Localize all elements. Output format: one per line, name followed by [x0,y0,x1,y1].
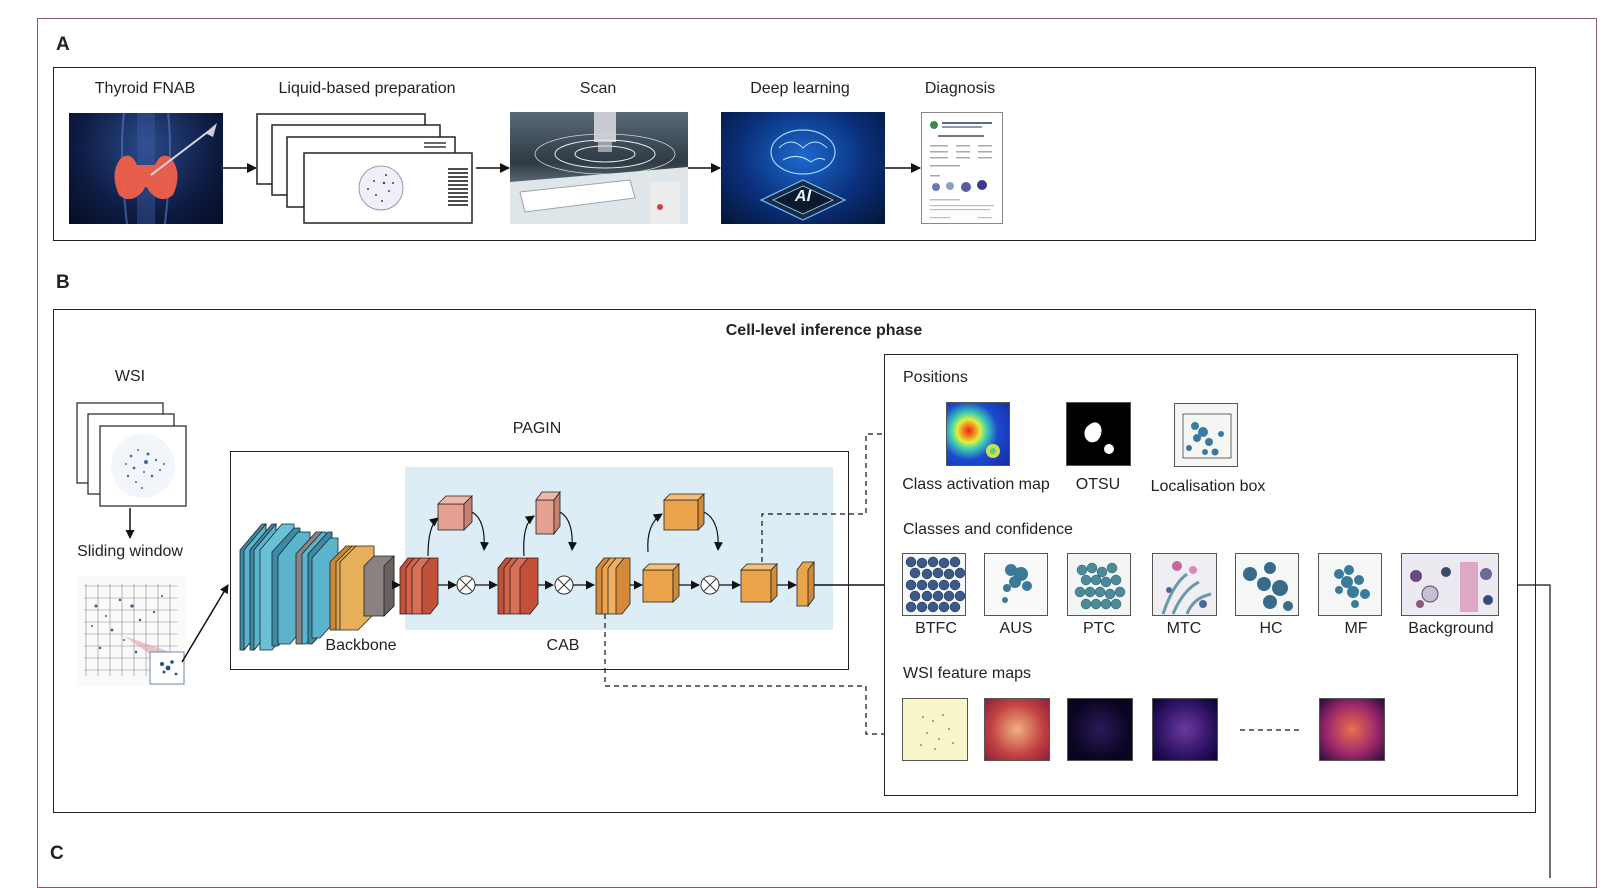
thyroid-illustration [114,113,217,224]
backbone-blue-layers [239,522,311,652]
class-mf-thumb [1318,553,1382,616]
otsu-mask [1084,422,1114,454]
background-cells [1410,562,1493,612]
positions-title: Positions [903,369,968,386]
multiply-icon-1 [456,575,476,595]
aus-cells [1002,564,1032,603]
panel-b-label: B [56,272,70,293]
class-label-mf: MF [1344,620,1368,637]
wsi-label: WSI [114,368,146,385]
cab-orange-block-3 [595,557,631,615]
class-background-thumb [1401,553,1499,616]
backbone-grey-block [363,555,395,617]
feature-map-2 [984,698,1050,761]
classes-title: Classes and confidence [903,521,1073,538]
btfc-cells [905,556,965,613]
report-illustration [930,121,994,219]
feature-map-1 [902,698,968,761]
inference-phase-title: Cell-level inference phase [725,322,923,339]
feature-map-1-dots [920,714,954,750]
positions-item-localisation: Localisation box [1150,478,1266,495]
slides-illustration [256,113,473,224]
feature-map-3 [1067,698,1133,761]
mtc-cells [1161,561,1212,615]
multiply-icon-2 [554,575,574,595]
class-hc-thumb [1235,553,1299,616]
class-activation-map-thumb [946,402,1010,466]
liquid-based-slides [256,113,476,225]
sliding-window-label: Sliding window [77,543,183,560]
ptc-cells [1074,562,1126,610]
class-label-mtc: MTC [1166,620,1202,637]
class-ptc-thumb [1067,553,1131,616]
sliding-window-illustration [84,584,185,685]
hc-cells [1243,562,1293,611]
cab-orange-cube-b [740,563,778,603]
positions-item-cam: Class activation map [902,476,1050,493]
wsi-stack-illustration [76,402,187,507]
deep-learning-image: AI [721,112,885,224]
arrow-window-to-network [181,584,229,663]
class-label-background: Background [1408,620,1494,637]
sliding-window-grid [76,576,186,686]
brain-chip-illustration [759,129,847,221]
step-label-fnab: Thyroid FNAB [94,80,196,97]
mf-cells [1334,565,1370,608]
scanner-image [510,112,688,224]
cab-orange-cube-top [663,493,705,531]
class-mtc-thumb [1152,553,1217,616]
class-label-ptc: PTC [1083,620,1115,637]
cab-red-block-1 [399,557,439,615]
positions-item-otsu: OTSU [1075,476,1121,493]
feature-map-4 [1152,698,1218,761]
backbone-label: Backbone [325,637,397,654]
panel-c-label: C [50,843,64,864]
class-label-btfc: BTFC [915,620,957,637]
scanner-illustration [510,112,688,224]
cab-red-block-2 [497,557,539,615]
feature-map-5 [1319,698,1385,761]
cab-orange-cube-a [642,563,680,603]
diagnosis-report-image [921,112,1003,224]
localisation-box-thumb [1174,403,1238,467]
cab-pink-cube-1 [437,495,473,531]
cab-output-slab [796,560,815,608]
class-btfc-thumb [902,553,966,616]
step-label-scan: Scan [579,80,617,97]
dashed-arrow-to-positions [761,429,911,562]
connector-to-panel-c [1518,584,1551,878]
thyroid-fnab-image [69,113,223,224]
wsi-stack [76,402,188,508]
cam-hotspot [986,444,1000,458]
step-label-diagnosis: Diagnosis [924,80,996,97]
dashed-arrow-to-feature-maps [604,614,901,739]
pagin-label: PAGIN [512,420,562,437]
panel-a-label: A [56,34,70,55]
otsu-thumb [1066,402,1131,466]
step-label-deep-learning: Deep learning [750,80,850,97]
localisation-cells [1182,413,1232,459]
multiply-icon-3 [700,575,720,595]
class-label-hc: HC [1259,620,1283,637]
step-label-lbp: Liquid-based preparation [278,80,456,97]
class-aus-thumb [984,553,1048,616]
feature-maps-title: WSI feature maps [903,665,1032,682]
class-label-aus: AUS [999,620,1033,637]
cab-pink-cube-2 [535,490,561,536]
cab-label: CAB [546,637,580,654]
